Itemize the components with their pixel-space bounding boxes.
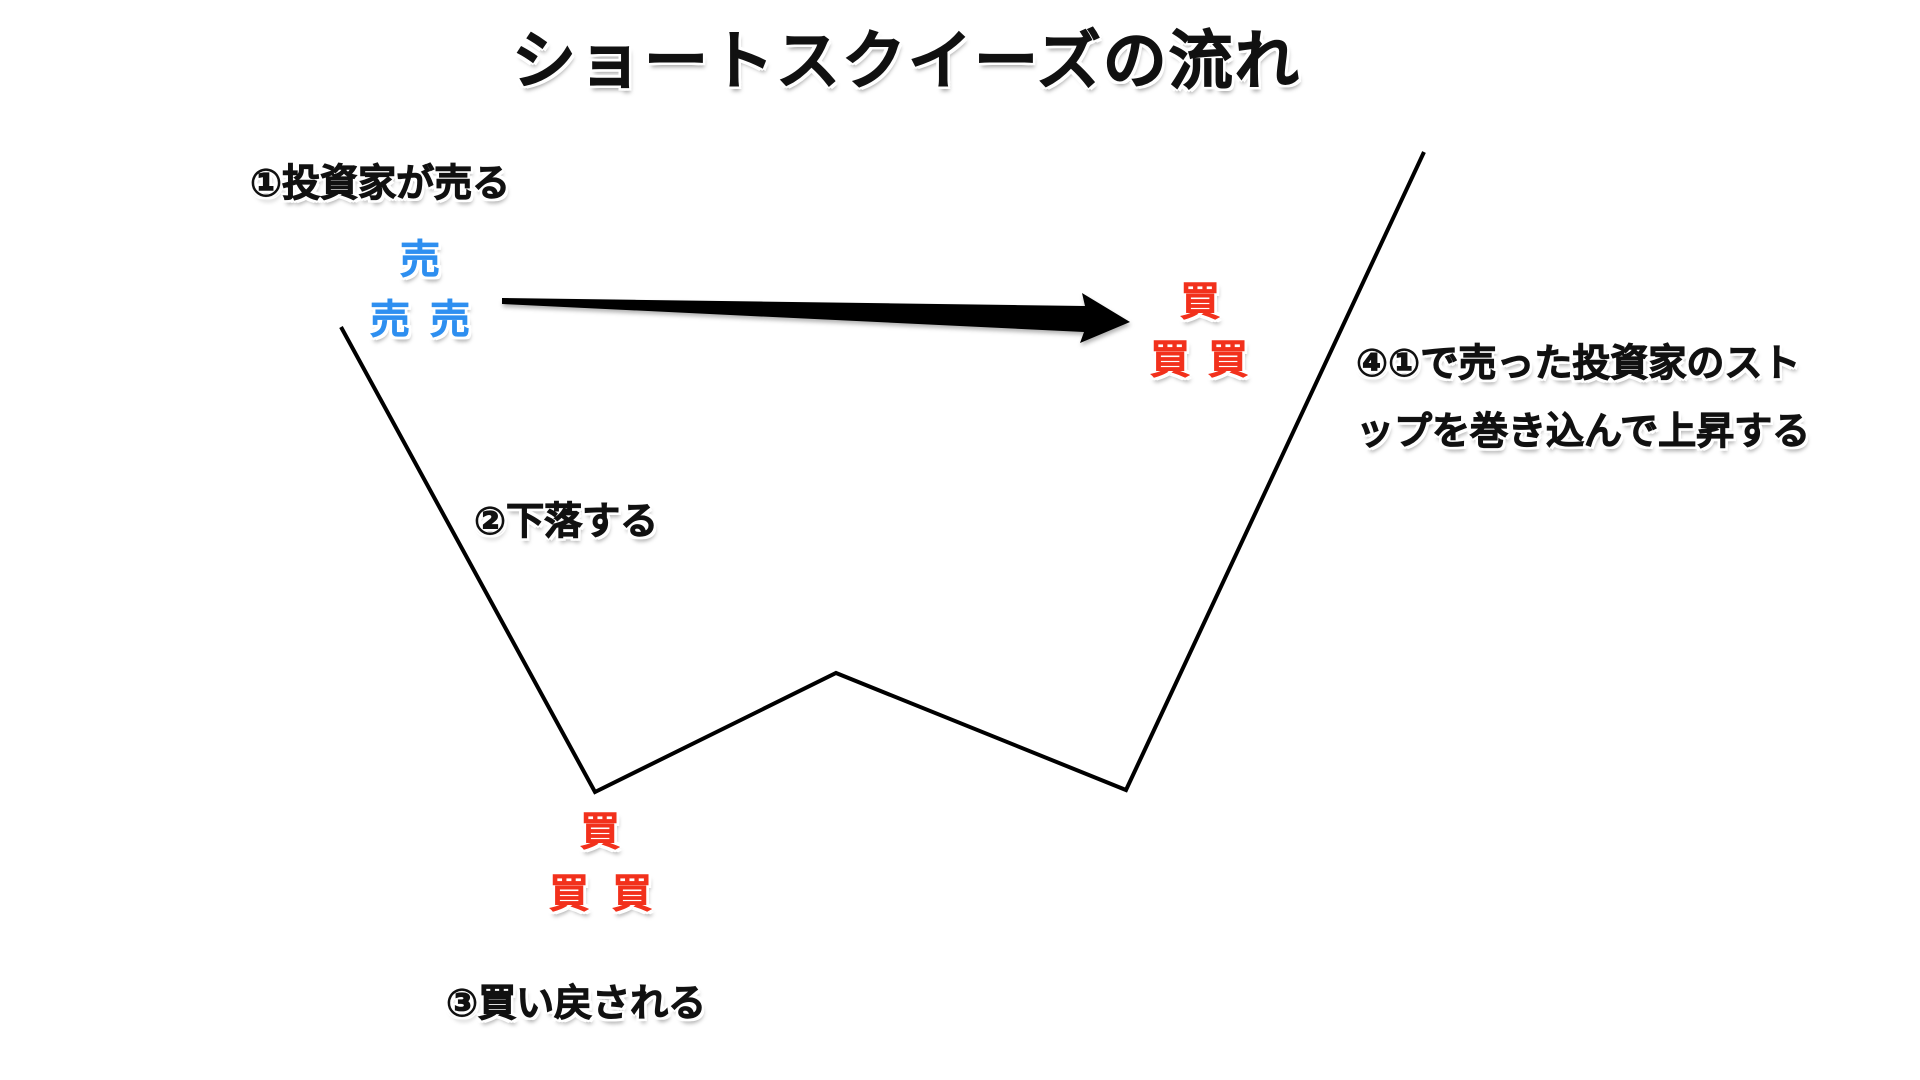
step-1-label: ①投資家が売る [249,161,511,205]
arrow-icon [502,293,1130,343]
buy-glyph: 買 [1208,337,1249,383]
price-path-line [339,151,1426,795]
step-4-label-line1: ④①で売った投資家のスト [1355,341,1801,385]
buy-glyph: 買 [549,871,590,917]
sell-glyph: 売 [400,237,441,283]
step-3-label: ③買い戻される [445,981,707,1025]
buy-glyph: 買 [612,871,653,917]
step-2-label: ②下落する [473,499,659,543]
step-4-label-line2: ップを巻き込んで上昇する [1355,409,1811,453]
sell-glyph: 売 [370,297,411,343]
buy-glyph: 買 [1150,337,1191,383]
buy-glyph: 買 [580,809,621,855]
sell-glyph: 売 [430,297,471,343]
page-title: ショートスクイーズの流れ [512,25,1301,99]
buy-glyph: 買 [1180,279,1221,325]
